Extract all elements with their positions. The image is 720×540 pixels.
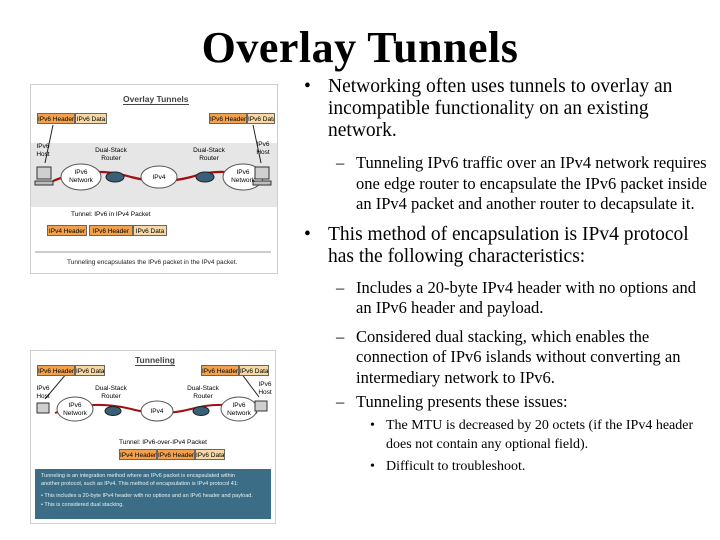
sub-bullet-2-1-text: Includes a 20-byte IPv4 header with no o… (356, 277, 697, 318)
bullet-dash: – (336, 153, 345, 172)
ipv6-header-box: IPv6 Header (209, 113, 247, 124)
sub-bullet-1-1-text: Tunneling IPv6 traffic over an IPv4 netw… (356, 153, 707, 213)
bullet-list: • Networking often uses tunnels to overla… (298, 76, 708, 476)
sub-bullet-2-3-text: Tunneling presents these issues: (356, 392, 568, 411)
sub-sub-bullet-2-text: Difficult to troubleshoot. (386, 458, 526, 474)
host-icon (252, 180, 272, 186)
note-line: • This includes a 20-byte IPv4 header wi… (41, 493, 253, 499)
ipv6-header-box: IPv6 Header (157, 449, 195, 460)
bullet-1: • Networking often uses tunnels to overla… (298, 76, 708, 142)
ipv6-data-box: IPv6 Data (239, 365, 269, 376)
network-label-mid: IPv4 (150, 408, 164, 415)
network-diagram (31, 124, 277, 253)
host-icon (36, 166, 52, 180)
router-icon (104, 406, 122, 416)
tunneling-note-panel: Tunneling is an integration method where… (35, 469, 271, 519)
slide-title: Overlay Tunnels (201, 23, 519, 72)
sub-sub-bullet-1: • The MTU is decreased by 20 octets (if t… (298, 416, 708, 454)
ipv6-data-box: IPv6 Data (247, 113, 275, 124)
router-label-right: Dual-Stack Router (193, 147, 225, 162)
router-label-right: Dual-Stack Router (187, 385, 219, 400)
router-icon (192, 406, 210, 416)
network-label-left: IPv6 Network (69, 169, 93, 184)
host-icon (254, 400, 268, 412)
ipv4-cloud (140, 400, 174, 422)
router-icon (105, 171, 125, 183)
pointer-arrow (44, 124, 54, 164)
host-icon (36, 402, 50, 414)
tunnel-label: Tunnel: IPv6-over-IPv4 Packet (119, 439, 207, 446)
host-icon (34, 180, 54, 186)
network-label-right: IPv6 Network (231, 169, 255, 184)
overlay-tunnels-figure: Overlay Tunnels IPv6 Header IPv6 Data IP… (30, 84, 278, 274)
bullet-2: • This method of encapsulation is IPv4 pr… (298, 224, 708, 268)
host-icon (254, 166, 270, 180)
sub-bullet-2-3: –Tunneling presents these issues: (298, 392, 708, 413)
ipv4-cloud (140, 165, 178, 189)
ipv6-data-box: IPv6 Data (75, 113, 107, 124)
note-line: another protocol, such as IPv4. This met… (41, 481, 239, 487)
bullet-dot: • (370, 458, 375, 474)
ipv4-header-box: IPv4 Header (119, 449, 157, 460)
network-diagram (36, 372, 268, 422)
figure-caption: Tunneling encapsulates the IPv6 packet i… (67, 259, 238, 266)
sub-bullet-2-2: –Considered dual stacking, which enables… (298, 327, 708, 389)
ipv6-header-box: IPv6 Header (37, 113, 75, 124)
router-label-left: Dual-Stack Router (95, 385, 127, 400)
pointer-arrow (240, 372, 260, 398)
sub-bullet-1-1: –Tunneling IPv6 traffic over an IPv4 net… (298, 153, 708, 215)
bullet-1-text: Networking often uses tunnels to overlay… (328, 76, 673, 141)
figure-title: Tunneling (135, 355, 175, 366)
sub-sub-bullet-1-text: The MTU is decreased by 20 octets (if th… (386, 417, 694, 452)
host-label-right: IPv6 Host (258, 381, 272, 396)
figure-title: Overlay Tunnels (123, 94, 189, 105)
sub-bullet-2-1: –Includes a 20-byte IPv4 header with no … (298, 278, 708, 319)
ipv6-cloud-left (60, 163, 102, 191)
sub-sub-bullet-2: • Difficult to troubleshoot. (298, 457, 708, 476)
bullet-dot: • (370, 417, 375, 433)
ipv6-header-box: IPv6 Header (89, 225, 133, 236)
network-label-left: IPv6 Network (63, 402, 87, 417)
ipv6-header-box: IPv6 Header (201, 365, 239, 376)
ipv6-data-box: IPv6 Data (75, 365, 105, 376)
router-icon (195, 171, 215, 183)
ipv6-data-box: IPv6 Data (133, 225, 167, 236)
bullet-2-text: This method of encapsulation is IPv4 pro… (328, 223, 689, 267)
pointer-arrow (44, 372, 68, 400)
bullet-dot: • (304, 223, 311, 245)
host-label-left: IPv6 Host (36, 143, 50, 158)
host-label-left: IPv6 Host (36, 385, 50, 400)
bullet-dot: • (304, 76, 311, 97)
note-line: Tunneling is an integration method where… (41, 473, 235, 479)
ipv6-data-box: IPv6 Data (195, 449, 225, 460)
bullet-dash: – (336, 277, 345, 297)
host-label-right: IPv6 Host (256, 141, 270, 156)
bullet-dash: – (336, 326, 345, 346)
note-line: • This is considered dual stacking. (41, 502, 124, 508)
tunneling-figure: Tunneling IPv6 Header IPv6 Data IPv6 Hea… (30, 350, 276, 524)
ipv6-header-box: IPv6 Header (37, 365, 75, 376)
sub-bullet-2-2-text: Considered dual stacking, which enables … (356, 326, 681, 387)
ipv4-header-box: IPv4 Header (47, 225, 87, 236)
tunnel-label: Tunnel: IPv6 in IPv4 Packet (71, 211, 151, 218)
router-label-left: Dual-Stack Router (95, 147, 127, 162)
network-label-right: IPv6 Network (227, 402, 251, 417)
bullet-dash: – (336, 392, 345, 411)
network-label-mid: IPv4 (152, 174, 166, 181)
pointer-arrow (252, 124, 262, 164)
ipv6-cloud-left (56, 396, 94, 422)
